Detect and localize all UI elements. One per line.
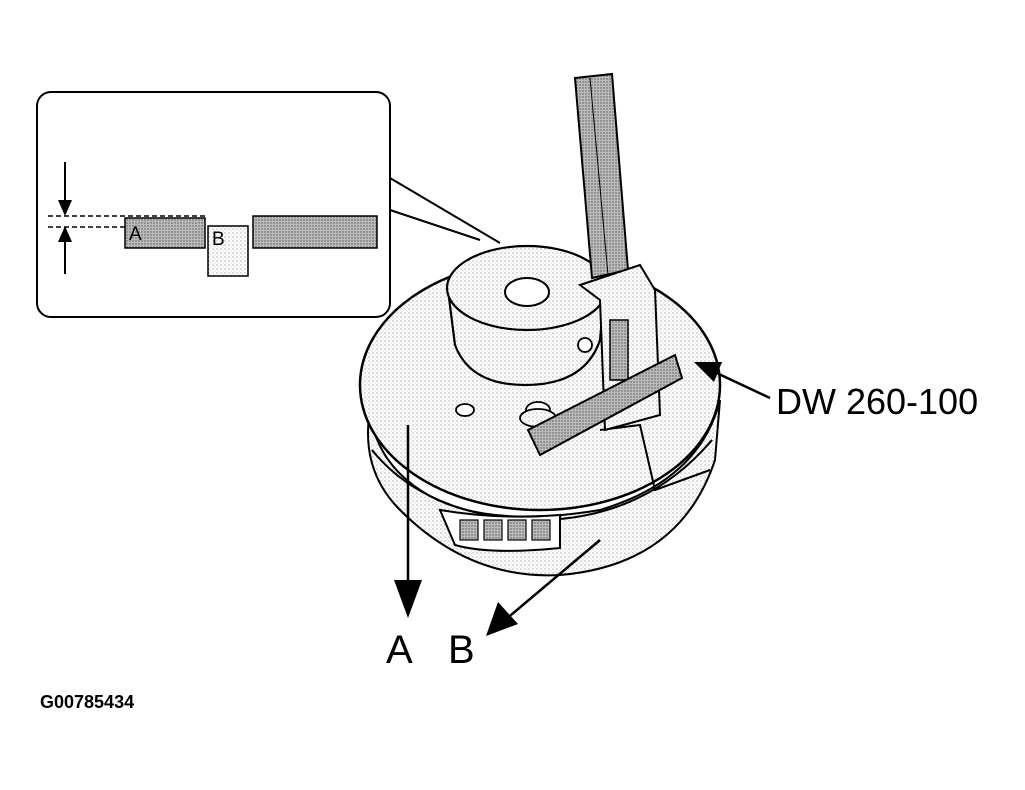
depth-gauge <box>526 72 684 457</box>
arrow-icon <box>486 539 601 636</box>
hub <box>445 244 609 387</box>
tool-reference-label: DW 260-100 <box>776 381 979 422</box>
inset-block-b <box>207 225 249 277</box>
inset-detail <box>36 91 501 318</box>
callout-label-b: B <box>448 628 475 672</box>
inset-label-a: A <box>129 224 142 245</box>
callout-label-a: A <box>386 628 413 672</box>
dimension-arrow-icon <box>58 162 72 274</box>
figure-code: G00785434 <box>40 692 135 712</box>
arrow-icon <box>394 425 422 618</box>
arrow-icon <box>694 362 771 400</box>
inset-block-tool <box>252 215 378 249</box>
inset-block-a <box>124 217 206 249</box>
inset-label-b: B <box>212 229 225 250</box>
